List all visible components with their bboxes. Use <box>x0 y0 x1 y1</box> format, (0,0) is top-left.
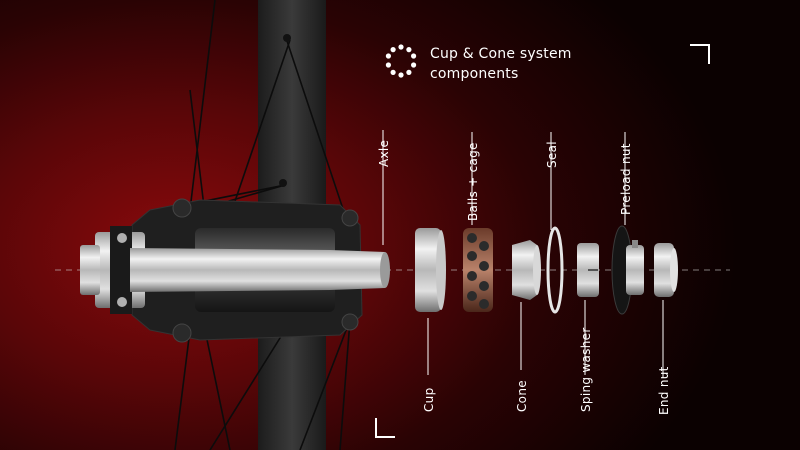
balls-cage-part <box>463 228 493 312</box>
corner-bracket-bottom-left <box>375 418 395 438</box>
label-balls-cage: Balls + cage <box>466 142 480 221</box>
axle-part <box>130 248 390 292</box>
diagram-title: Cup & Cone system components <box>430 44 572 84</box>
title-block: Cup & Cone system components <box>384 44 572 84</box>
label-end-nut: End nut <box>657 366 671 415</box>
label-axle: Axle <box>377 139 391 167</box>
corner-bracket-top-right <box>690 44 710 64</box>
cone-part <box>512 240 541 300</box>
label-cone: Cone <box>515 380 529 412</box>
cup-part <box>415 228 446 312</box>
label-cup: Cup <box>422 387 436 412</box>
title-line-1: Cup & Cone system <box>430 46 572 62</box>
leader-lines <box>382 130 664 378</box>
title-line-2: components <box>430 66 519 82</box>
spokes <box>159 0 351 450</box>
preload-nut-part <box>611 225 644 315</box>
end-nut-part <box>654 243 678 297</box>
seal-part <box>546 226 564 314</box>
label-seal: Seal <box>545 141 559 168</box>
dotted-circle-icon <box>385 44 417 78</box>
spring-washer-part <box>577 243 599 297</box>
label-spring-washer: Sping washer <box>579 327 593 412</box>
label-preload-nut: Preload nut <box>619 143 633 215</box>
